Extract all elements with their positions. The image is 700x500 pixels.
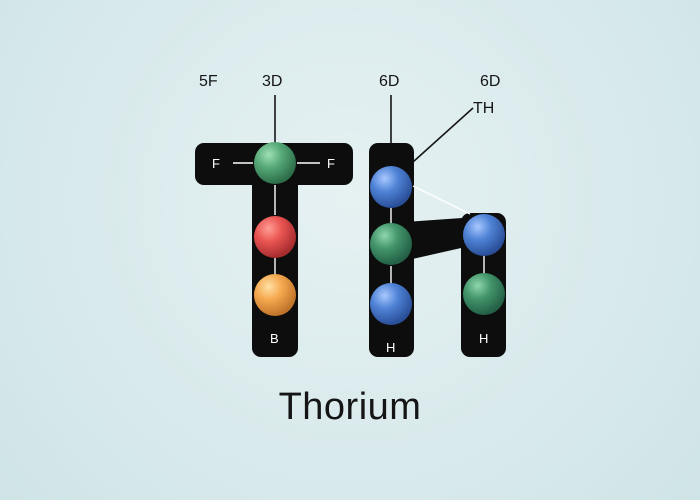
label-b: B — [270, 331, 279, 346]
label-3d: 3D — [262, 73, 282, 90]
label-h-right: H — [479, 331, 488, 346]
label-f-right: F — [327, 156, 335, 171]
label-5f: 5F — [199, 73, 218, 90]
sphere-green-t-top — [254, 142, 296, 184]
sphere-blue-h-low — [370, 283, 412, 325]
sphere-green-h-right-low — [463, 273, 505, 315]
h-diagonal-line — [412, 185, 471, 215]
label-6d-left: 6D — [379, 73, 399, 90]
label-h-left: H — [386, 340, 395, 355]
inner-lines — [233, 162, 485, 284]
label-th: TH — [473, 100, 494, 117]
line-th-to-stem — [412, 107, 474, 163]
spheres — [254, 142, 505, 325]
sphere-blue-h-top — [370, 166, 412, 208]
sphere-blue-h-right-top — [463, 214, 505, 256]
sphere-orange-t-low — [254, 274, 296, 316]
connector-lines — [274, 95, 474, 163]
h-arch-connector — [405, 218, 470, 260]
sphere-red-t-mid — [254, 216, 296, 258]
label-6d-right: 6D — [480, 73, 500, 90]
sphere-green-h-mid — [370, 223, 412, 265]
element-title: Thorium — [278, 386, 422, 428]
label-f-left: F — [212, 156, 220, 171]
